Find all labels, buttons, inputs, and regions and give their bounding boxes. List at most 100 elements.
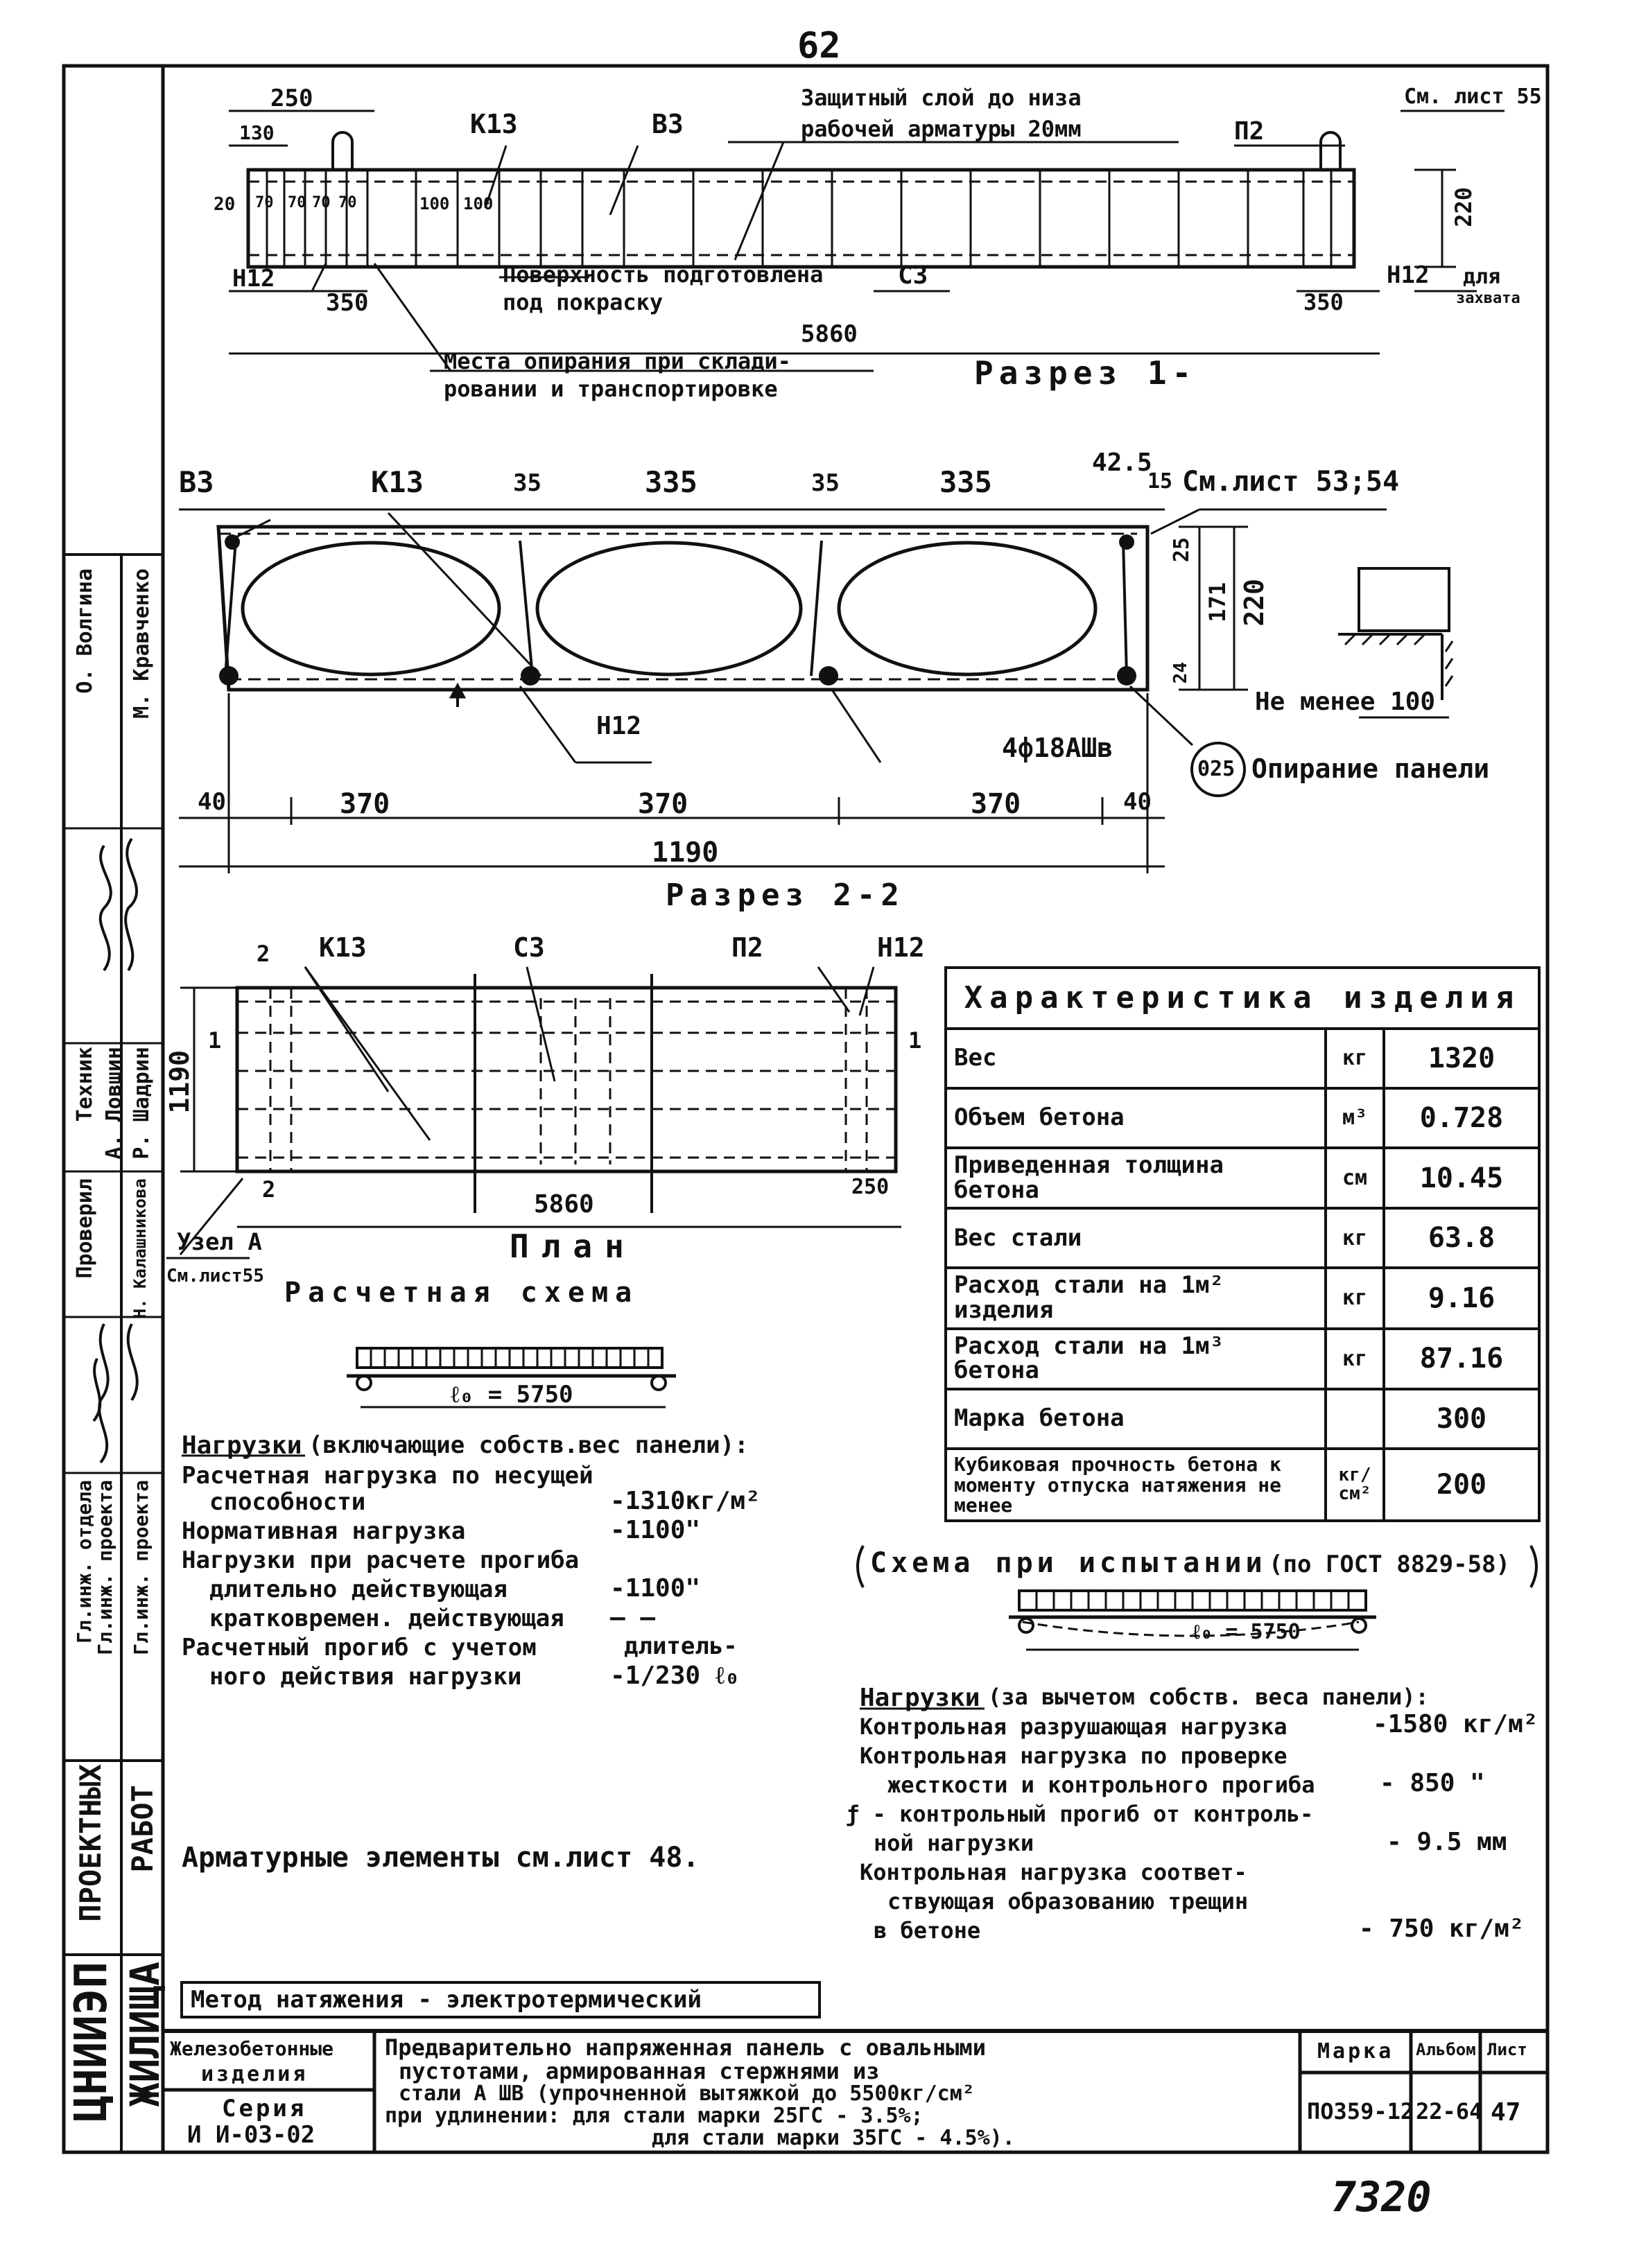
prop-value: 87.16 <box>1382 1327 1541 1391</box>
test-row-text: жесткости и контрольного прогиба <box>887 1772 1315 1798</box>
plan-label-2a: 2 <box>257 941 270 967</box>
loads-row-value: длитель- <box>624 1632 738 1660</box>
dept-name-2: РАБОТ <box>125 1785 159 1873</box>
dim-70a: 70 <box>255 194 274 211</box>
note-cover-1: Защитный слой до низа <box>801 85 1082 111</box>
loads-row-text: кратковремен. действующая <box>209 1605 564 1632</box>
plan-n12: Н12 <box>877 932 925 963</box>
test-row-value: - 750 кг/м² <box>1359 1914 1525 1943</box>
dim-370b: 370 <box>638 788 688 820</box>
prop-name: Вес стали <box>944 1207 1327 1270</box>
label-n12-left: Н12 <box>232 265 275 293</box>
label-k13-s1: К13 <box>470 109 518 139</box>
plan-k13: К13 <box>319 932 367 963</box>
plan-label-2b: 2 <box>262 1176 276 1203</box>
label-k13-s2: К13 <box>371 465 424 499</box>
properties-title: Характеристика изделия <box>944 966 1541 1030</box>
sheet-label: Лист <box>1487 2040 1527 2059</box>
prop-unit: кг <box>1324 1207 1385 1270</box>
section2-title: Разрез 2-2 <box>666 878 905 913</box>
prop-unit: см <box>1324 1146 1385 1210</box>
role-1: Гл.инж. отдела <box>73 1480 96 1644</box>
sheet55-ref: См. лист 55 <box>1404 85 1542 109</box>
prop-unit <box>1324 1388 1385 1451</box>
table-row: Марка бетона 300 <box>944 1388 1541 1451</box>
org-name-2: ЖИЛИЩА <box>121 1962 168 2107</box>
plan-node-a: Узел А <box>177 1228 262 1256</box>
loads-row-value: -1100" <box>610 1574 701 1603</box>
plan-dim-1190: 1190 <box>164 1050 195 1114</box>
test-row-value: - 850 " <box>1380 1769 1485 1797</box>
plan-title: План <box>510 1228 636 1265</box>
plan-dim-250: 250 <box>851 1175 890 1199</box>
series-value: И И-03-02 <box>187 2121 315 2149</box>
dim-70b: 70 <box>288 194 306 211</box>
prop-value: 300 <box>1382 1388 1541 1451</box>
loads-row-text: ного действия нагрузки <box>209 1663 522 1691</box>
dim-220-s1: 220 <box>1450 187 1477 227</box>
loads-row-text: Расчетный прогиб с учетом <box>182 1634 537 1661</box>
dept-name-1: ПРОЕКТНЫХ <box>73 1764 107 1922</box>
test-row-text: Контрольная разрушающая нагрузка <box>860 1713 1287 1740</box>
section1-title: Разрез 1- <box>974 354 1197 392</box>
dim-335a: 335 <box>645 465 697 499</box>
loads-row-value: -1310кг/м² <box>610 1487 761 1515</box>
product-type-2: изделия <box>201 2062 309 2086</box>
dim-40a: 40 <box>198 788 226 816</box>
calc-span: ℓ₀ = 5750 <box>451 1381 573 1408</box>
prop-unit: кг <box>1324 1327 1385 1391</box>
album-label: Альбом <box>1416 2040 1476 2059</box>
dim-220-s2: 220 <box>1239 579 1269 627</box>
test-scheme-note: (по ГОСТ 8829-58) <box>1269 1551 1510 1578</box>
prop-name: Расход стали на 1м² изделия <box>944 1266 1327 1330</box>
for-grip-2: захвата <box>1456 290 1520 307</box>
plan-sheet55: См.лист55 <box>166 1266 264 1286</box>
for-grip-1: для <box>1463 265 1501 289</box>
role-5: Проверил <box>73 1178 97 1279</box>
dim-370c: 370 <box>971 788 1021 820</box>
label-c3-s1: С3 <box>898 261 928 290</box>
dim-1190-s2: 1190 <box>652 837 719 869</box>
test-scheme-title: Схема при испытании <box>870 1547 1267 1579</box>
note-support-1: Места опирания при склади- <box>444 348 791 374</box>
dim-350-right: 350 <box>1303 289 1344 315</box>
dim-25: 25 <box>1170 537 1194 563</box>
prop-unit: кг/см² <box>1324 1447 1385 1523</box>
sheet-frame <box>62 64 1550 2154</box>
prop-value: 9.16 <box>1382 1266 1541 1330</box>
table-row: Кубиковая прочность бетона к моменту отп… <box>944 1447 1541 1523</box>
dim-70d: 70 <box>338 194 357 211</box>
page-number: 62 <box>797 25 841 67</box>
plan-c3: С3 <box>513 932 545 963</box>
dim-5860-s1: 5860 <box>801 320 858 348</box>
loads-row-value: -1100" <box>610 1516 701 1544</box>
dim-370a: 370 <box>340 788 390 820</box>
test-row-value: - 9.5 мм <box>1387 1828 1507 1856</box>
loads-row-text: Расчетная нагрузка по несущей <box>182 1462 593 1490</box>
name-1: Р. Шадрин <box>130 1047 154 1160</box>
description-4: при удлинении: для стали марки 25ГС - 3.… <box>385 2104 924 2128</box>
prop-unit: кг <box>1324 1027 1385 1090</box>
dim-100b: 100 <box>463 194 494 213</box>
dim-335b: 335 <box>939 465 992 499</box>
sheet-53-54: См.лист 53;54 <box>1182 466 1400 498</box>
panel-support: Опирание панели <box>1251 753 1490 784</box>
prop-value: 10.45 <box>1382 1146 1541 1210</box>
plan-label-1a: 1 <box>208 1027 222 1054</box>
test-row-text: Контрольная нагрузка по проверке <box>860 1743 1287 1769</box>
loads-title: Нагрузки <box>182 1431 302 1460</box>
prop-name: Марка бетона <box>944 1388 1327 1451</box>
test-row-value: -1580 кг/м² <box>1373 1710 1538 1738</box>
name-2: А. Ловшин <box>102 1047 126 1160</box>
name-4: О. Волгина <box>73 568 97 694</box>
prop-value: 63.8 <box>1382 1207 1541 1270</box>
calc-scheme-title: Расчетная схема <box>284 1277 639 1309</box>
loads-title-note: (включающие собств.вес панели): <box>309 1431 749 1459</box>
rebar-elements-note: Арматурные элементы см.лист 48. <box>182 1842 700 1874</box>
test-row-text: ствующая образованию трещин <box>887 1888 1249 1914</box>
